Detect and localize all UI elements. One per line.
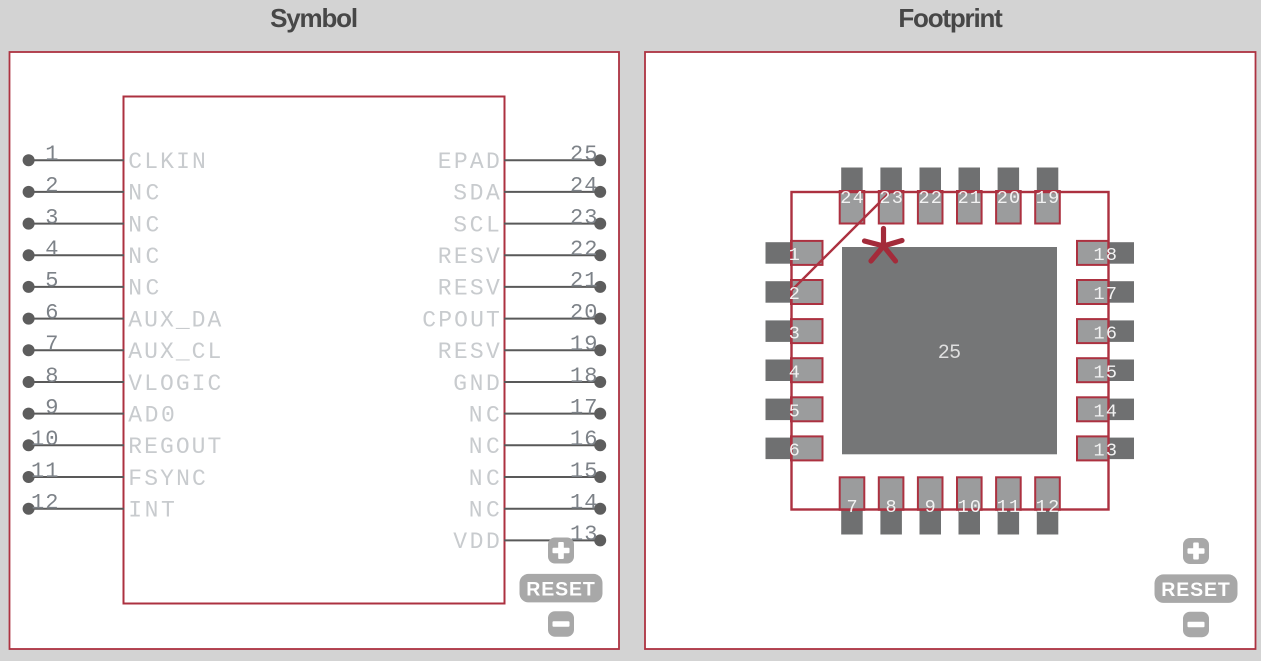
svg-text:18: 18 <box>570 364 598 389</box>
svg-text:11: 11 <box>997 497 1020 518</box>
svg-text:22: 22 <box>919 188 942 209</box>
svg-text:20: 20 <box>570 300 598 325</box>
svg-text:14: 14 <box>1094 402 1117 423</box>
svg-text:5: 5 <box>789 402 800 423</box>
svg-text:24: 24 <box>570 174 598 199</box>
svg-text:19: 19 <box>570 332 598 357</box>
svg-text:6: 6 <box>45 300 58 325</box>
svg-text:CLKIN: CLKIN <box>128 149 206 175</box>
svg-text:11: 11 <box>31 459 59 484</box>
svg-text:16: 16 <box>570 427 598 452</box>
svg-text:CPOUT: CPOUT <box>422 307 500 333</box>
svg-text:25: 25 <box>570 142 598 167</box>
svg-text:VDD: VDD <box>453 529 500 555</box>
svg-text:1: 1 <box>45 142 58 167</box>
svg-text:17: 17 <box>570 395 598 420</box>
svg-text:10: 10 <box>31 427 59 452</box>
svg-text:9: 9 <box>45 395 58 420</box>
svg-text:2: 2 <box>45 174 58 199</box>
svg-text:21: 21 <box>958 188 981 209</box>
svg-text:GND: GND <box>453 371 500 397</box>
svg-text:23: 23 <box>570 205 598 230</box>
svg-text:19: 19 <box>1036 188 1059 209</box>
svg-text:1: 1 <box>789 245 800 266</box>
svg-text:5: 5 <box>45 269 58 294</box>
svg-text:12: 12 <box>1036 497 1059 518</box>
svg-text:AD0: AD0 <box>128 402 175 428</box>
svg-text:14: 14 <box>570 490 598 515</box>
svg-text:RESET: RESET <box>1161 579 1231 601</box>
svg-text:20: 20 <box>997 188 1020 209</box>
svg-text:22: 22 <box>570 237 598 262</box>
svg-text:8: 8 <box>45 364 58 389</box>
svg-text:13: 13 <box>570 522 598 547</box>
svg-text:FSYNC: FSYNC <box>128 466 206 492</box>
svg-text:SCL: SCL <box>453 212 500 238</box>
svg-text:Footprint: Footprint <box>898 3 1003 33</box>
svg-text:RESET: RESET <box>526 578 596 600</box>
svg-text:21: 21 <box>570 269 598 294</box>
svg-text:7: 7 <box>45 332 58 357</box>
svg-text:10: 10 <box>958 497 981 518</box>
svg-text:25: 25 <box>938 342 961 365</box>
svg-text:12: 12 <box>31 490 59 515</box>
svg-text:7: 7 <box>846 497 857 518</box>
svg-text:Symbol: Symbol <box>270 3 357 33</box>
svg-text:15: 15 <box>570 459 598 484</box>
svg-text:23: 23 <box>879 188 902 209</box>
svg-text:2: 2 <box>789 284 800 305</box>
svg-text:4: 4 <box>789 362 800 383</box>
svg-text:24: 24 <box>840 188 863 209</box>
svg-text:18: 18 <box>1094 245 1117 266</box>
svg-text:15: 15 <box>1094 362 1117 383</box>
svg-text:17: 17 <box>1094 284 1117 305</box>
svg-text:3: 3 <box>45 205 58 230</box>
svg-text:16: 16 <box>1094 323 1117 344</box>
svg-text:9: 9 <box>925 497 936 518</box>
svg-text:SDA: SDA <box>453 181 500 207</box>
svg-text:8: 8 <box>886 497 897 518</box>
svg-text:6: 6 <box>789 441 800 462</box>
svg-text:3: 3 <box>789 323 800 344</box>
svg-text:4: 4 <box>45 237 58 262</box>
svg-text:13: 13 <box>1094 441 1117 462</box>
svg-text:INT: INT <box>128 497 175 523</box>
